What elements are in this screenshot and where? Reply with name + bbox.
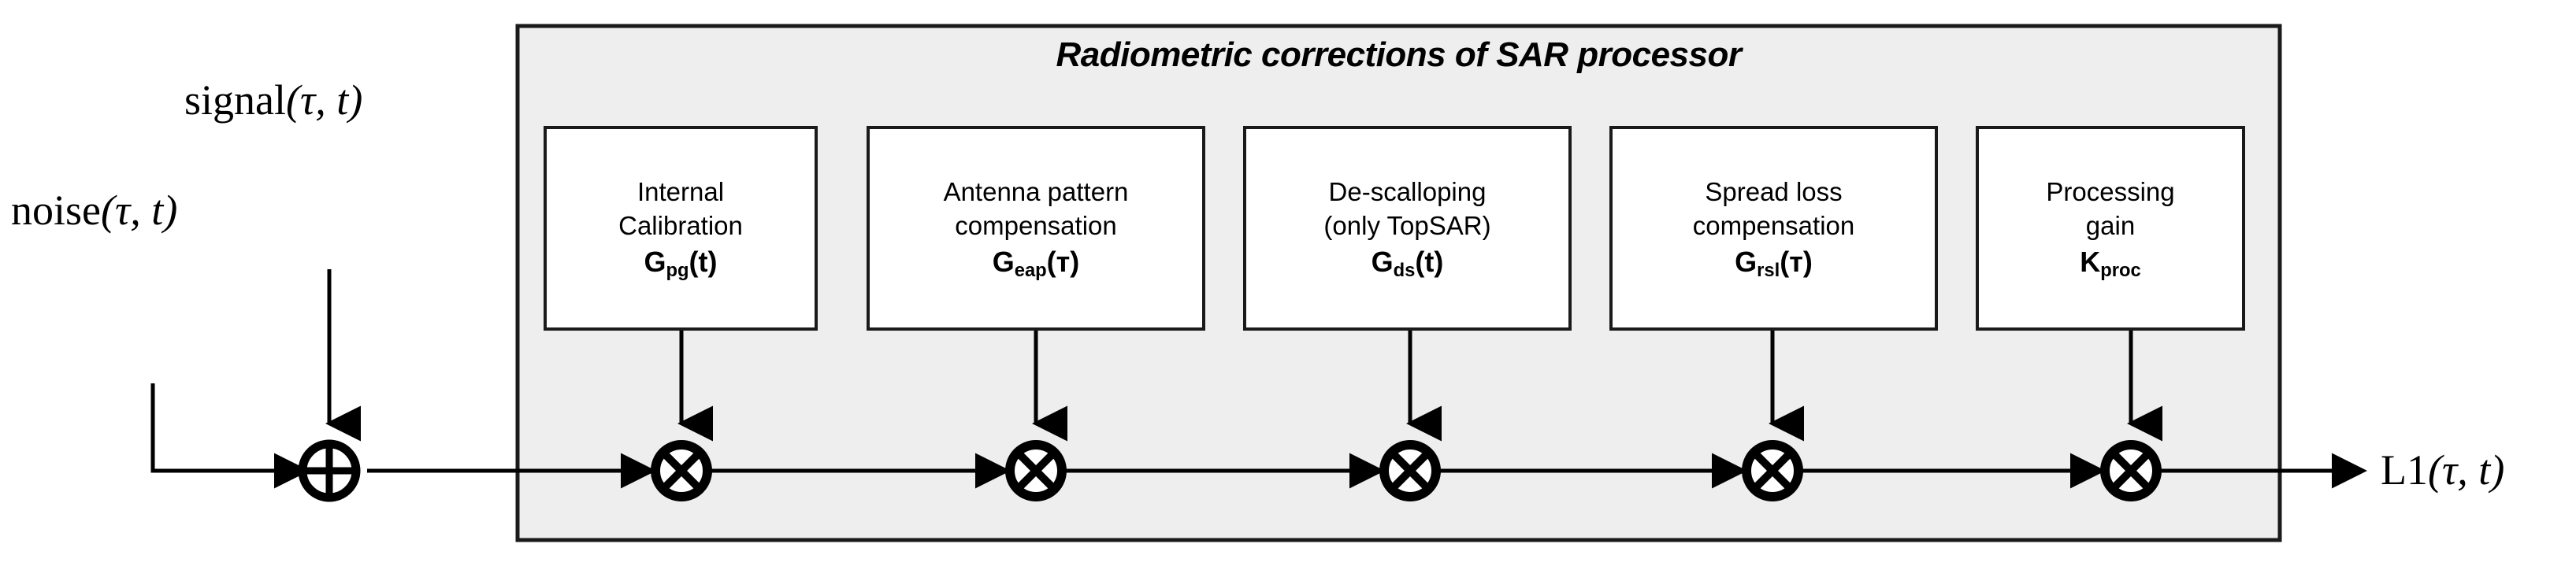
gain-symbol: K	[2080, 245, 2101, 278]
noise-input-label: noise(τ, t)	[11, 189, 177, 231]
gain-subscript: ds	[1393, 260, 1416, 282]
correction-box-spread-loss-compensation[interactable]: Spread loss compensation Grsl(т)	[1609, 126, 1938, 331]
multiplication-node-1	[651, 440, 712, 501]
multiplication-node-5	[2100, 440, 2162, 501]
gain-subscript: pg	[666, 260, 689, 282]
panel-title-text: Radiometric corrections of SAR processor	[1056, 35, 1742, 74]
gain-symbol: G	[1735, 245, 1758, 278]
box-gain-expression: Gds(t)	[1371, 244, 1444, 282]
output-label-args: (τ, t)	[2428, 446, 2505, 494]
box-gain-expression: Geap(т)	[992, 244, 1080, 282]
box-gain-expression: Gpg(t)	[644, 244, 718, 282]
box-line-2: gain	[2085, 210, 2136, 240]
box-line-1: De-scalloping	[1328, 177, 1487, 207]
box-gain-expression: Kproc	[2080, 244, 2141, 282]
gain-subscript: eap	[1014, 260, 1047, 282]
noise-input-args: (τ, t)	[101, 187, 178, 234]
noise-wire	[150, 383, 310, 489]
gain-arg: (т)	[1780, 245, 1813, 278]
gain-subscript: rsl	[1757, 260, 1780, 282]
multiplication-node-2	[1005, 440, 1067, 501]
signal-input-args: (τ, t)	[286, 76, 363, 124]
correction-box-de-scalloping[interactable]: De-scalloping (only TopSAR) Gds(t)	[1243, 126, 1572, 331]
signal-input-name: signal	[184, 76, 286, 124]
noise-input-name: noise	[11, 187, 101, 234]
gain-arg: (т)	[1046, 245, 1080, 278]
gain-arg: (t)	[689, 245, 718, 278]
box-line-1: Processing	[2046, 177, 2175, 207]
summation-node	[298, 439, 361, 502]
gain-arg: (t)	[1415, 245, 1444, 278]
multiplication-node-4	[1742, 440, 1803, 501]
box-line-2: compensation	[955, 210, 1117, 240]
box-line-2: Calibration	[618, 210, 743, 240]
signal-input-label: signal(τ, t)	[184, 79, 362, 121]
gain-symbol: G	[644, 245, 666, 278]
panel-title: Radiometric corrections of SAR processor	[518, 38, 2280, 72]
correction-box-internal-calibration[interactable]: Internal Calibration Gpg(t)	[544, 126, 818, 331]
box-line-2: (only TopSAR)	[1323, 210, 1491, 240]
box-line-2: compensation	[1692, 210, 1855, 240]
box-gain-expression: Grsl(т)	[1735, 244, 1813, 282]
correction-box-antenna-pattern-compensation[interactable]: Antenna pattern compensation Geap(т)	[867, 126, 1205, 331]
correction-box-processing-gain[interactable]: Processing gain Kproc	[1976, 126, 2245, 331]
gain-symbol: G	[1371, 245, 1394, 278]
output-label-name: L1	[2381, 446, 2428, 494]
box-line-1: Internal	[637, 177, 725, 207]
multiplication-node-3	[1379, 440, 1441, 501]
box-line-1: Antenna pattern	[943, 177, 1129, 207]
box-line-1: Spread loss	[1705, 177, 1843, 207]
gain-symbol: G	[992, 245, 1015, 278]
output-label: L1(τ, t)	[2381, 449, 2504, 491]
gain-subscript: proc	[2100, 260, 2141, 282]
